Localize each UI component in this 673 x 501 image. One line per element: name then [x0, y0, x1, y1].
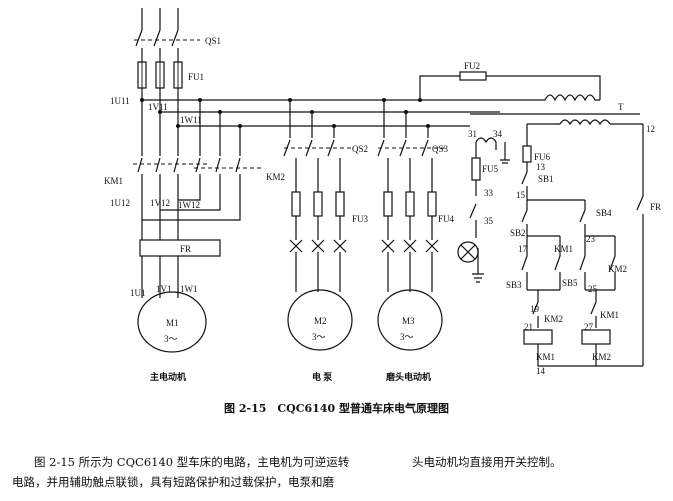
label-m3: M3 [402, 316, 415, 326]
figure-caption: 图 2-15 CQC6140 型普通车床电气原理图 [224, 402, 449, 415]
label-fu3: FU3 [352, 214, 369, 224]
label-sb1: SB1 [538, 174, 554, 184]
body-line-2: 电路，并用辅助触点联锁，具有短路保护和过载保护，电泵和磨 [12, 475, 334, 489]
label-sb2: SB2 [510, 228, 526, 238]
label-km2-coil: KM2 [592, 352, 611, 362]
label-m1: M1 [166, 318, 179, 328]
label-fr-main: FR [180, 244, 191, 254]
label-t: T [618, 102, 624, 112]
label-1v11: 1V11 [148, 102, 168, 112]
label-km1-coil: KM1 [536, 352, 555, 362]
label-1u12: 1U12 [110, 198, 130, 208]
label-23: 23 [586, 234, 596, 244]
label-m2-name: 电 泵 [312, 371, 333, 382]
label-fu6: FU6 [534, 152, 551, 162]
label-1v12: 1V12 [150, 198, 170, 208]
label-1w1: 1W1 [180, 284, 198, 294]
label-14: 14 [536, 366, 546, 376]
label-12: 12 [646, 124, 655, 134]
label-15: 15 [516, 190, 526, 200]
label-fu1: FU1 [188, 72, 204, 82]
label-km1-int: KM1 [600, 310, 619, 320]
label-fr-ctrl: FR [650, 202, 661, 212]
label-3phase-2: 3～ [312, 332, 326, 342]
body-line-1-right: 头电动机均直接用开关控制。 [412, 455, 562, 469]
label-sb5: SB5 [562, 278, 578, 288]
label-1u11: 1U11 [110, 96, 130, 106]
label-34: 34 [493, 129, 503, 139]
label-km2-int: KM2 [544, 314, 563, 324]
label-21: 21 [524, 322, 533, 332]
body-line-1: 图 2-15 所示为 CQC6140 型车床的电路，主电机为可逆运转 [34, 455, 350, 469]
label-m2: M2 [314, 316, 327, 326]
label-19: 19 [530, 304, 540, 314]
label-33: 33 [484, 188, 494, 198]
label-1w11: 1W11 [180, 115, 202, 125]
label-qs1: QS1 [205, 36, 221, 46]
label-1u1: 1U1 [130, 288, 146, 298]
label-1v1: 1V1 [156, 284, 172, 294]
label-3phase-3: 3～ [400, 332, 414, 342]
label-31: 31 [468, 129, 477, 139]
label-25: 25 [588, 284, 598, 294]
label-fu4: FU4 [438, 214, 455, 224]
label-km1-main: KM1 [104, 176, 123, 186]
label-35: 35 [484, 216, 494, 226]
label-fu2: FU2 [464, 61, 480, 71]
label-sb4: SB4 [596, 208, 612, 218]
label-km1-hold: KM1 [554, 244, 573, 254]
label-17: 17 [518, 244, 528, 254]
label-1w12: 1W12 [178, 200, 200, 210]
label-km2-main: KM2 [266, 172, 285, 182]
label-qs3: QS3 [432, 144, 449, 154]
label-sb3: SB3 [506, 280, 522, 290]
label-m3-name: 磨头电动机 [385, 371, 431, 382]
label-qs2: QS2 [352, 144, 368, 154]
circuit-diagram: QS1 FU1 FU2 T 1U11 1V11 1W11 QS2 QS3 31 … [104, 8, 661, 382]
label-27: 27 [584, 322, 594, 332]
label-3phase-1: 3～ [164, 334, 178, 344]
label-13: 13 [536, 162, 546, 172]
label-fu5: FU5 [482, 164, 499, 174]
label-km2-hold: KM2 [608, 264, 627, 274]
label-m1-name: 主电动机 [150, 371, 186, 382]
